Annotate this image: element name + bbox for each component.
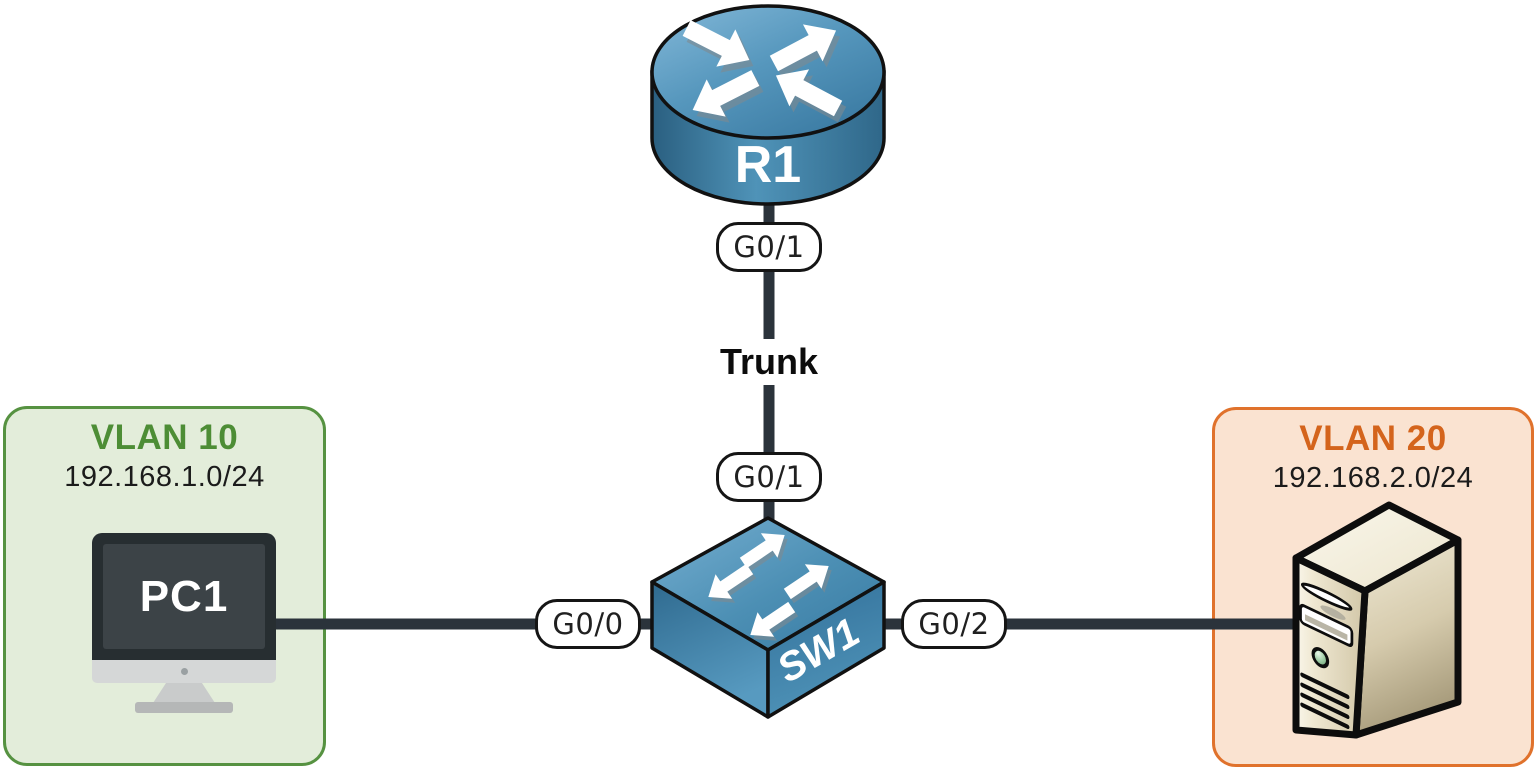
- imac-chin-dot: [181, 668, 188, 675]
- switch-arrows: [708, 533, 829, 637]
- switch-right-face: [766, 580, 886, 719]
- router-port-label: G0/1: [733, 230, 805, 264]
- router-top-face: [650, 4, 886, 140]
- router-arrows-icon: R1: [650, 4, 886, 206]
- pc-bezel: PC1: [92, 533, 276, 660]
- imac-icon: PC1: [92, 533, 276, 715]
- pc-screen: PC1: [103, 544, 265, 649]
- switch-port-right-label: G0/2: [918, 607, 990, 641]
- tower-server-icon: [1292, 501, 1462, 739]
- server-front-details: [1299, 582, 1354, 730]
- pc-base: [135, 702, 233, 713]
- switch-port-top-pill: G0/1: [716, 452, 822, 502]
- pc-stand: [153, 683, 215, 703]
- router-port-pill: G0/1: [716, 222, 822, 272]
- router-arrows: [682, 20, 843, 117]
- vlan20-title: VLAN 20: [1299, 419, 1447, 458]
- pc-label: PC1: [139, 571, 229, 621]
- router-label: R1: [735, 136, 801, 194]
- server-vents: [1300, 672, 1350, 730]
- vlan20-subnet: 192.168.2.0/24: [1272, 462, 1474, 494]
- trunk-label: Trunk: [703, 339, 835, 385]
- switch-port-right-pill: G0/2: [901, 599, 1007, 649]
- switch-arrows-icon: SW1: [650, 516, 886, 719]
- switch-port-left-label: G0/0: [552, 607, 624, 641]
- server-power-led: [1311, 647, 1330, 669]
- switch-port-left-pill: G0/0: [535, 599, 641, 649]
- pc-monitor: PC1: [92, 533, 276, 683]
- switch-port-top-label: G0/1: [733, 460, 805, 494]
- vlan10-subnet: 192.168.1.0/24: [64, 461, 265, 493]
- vlan10-title: VLAN 10: [90, 418, 239, 457]
